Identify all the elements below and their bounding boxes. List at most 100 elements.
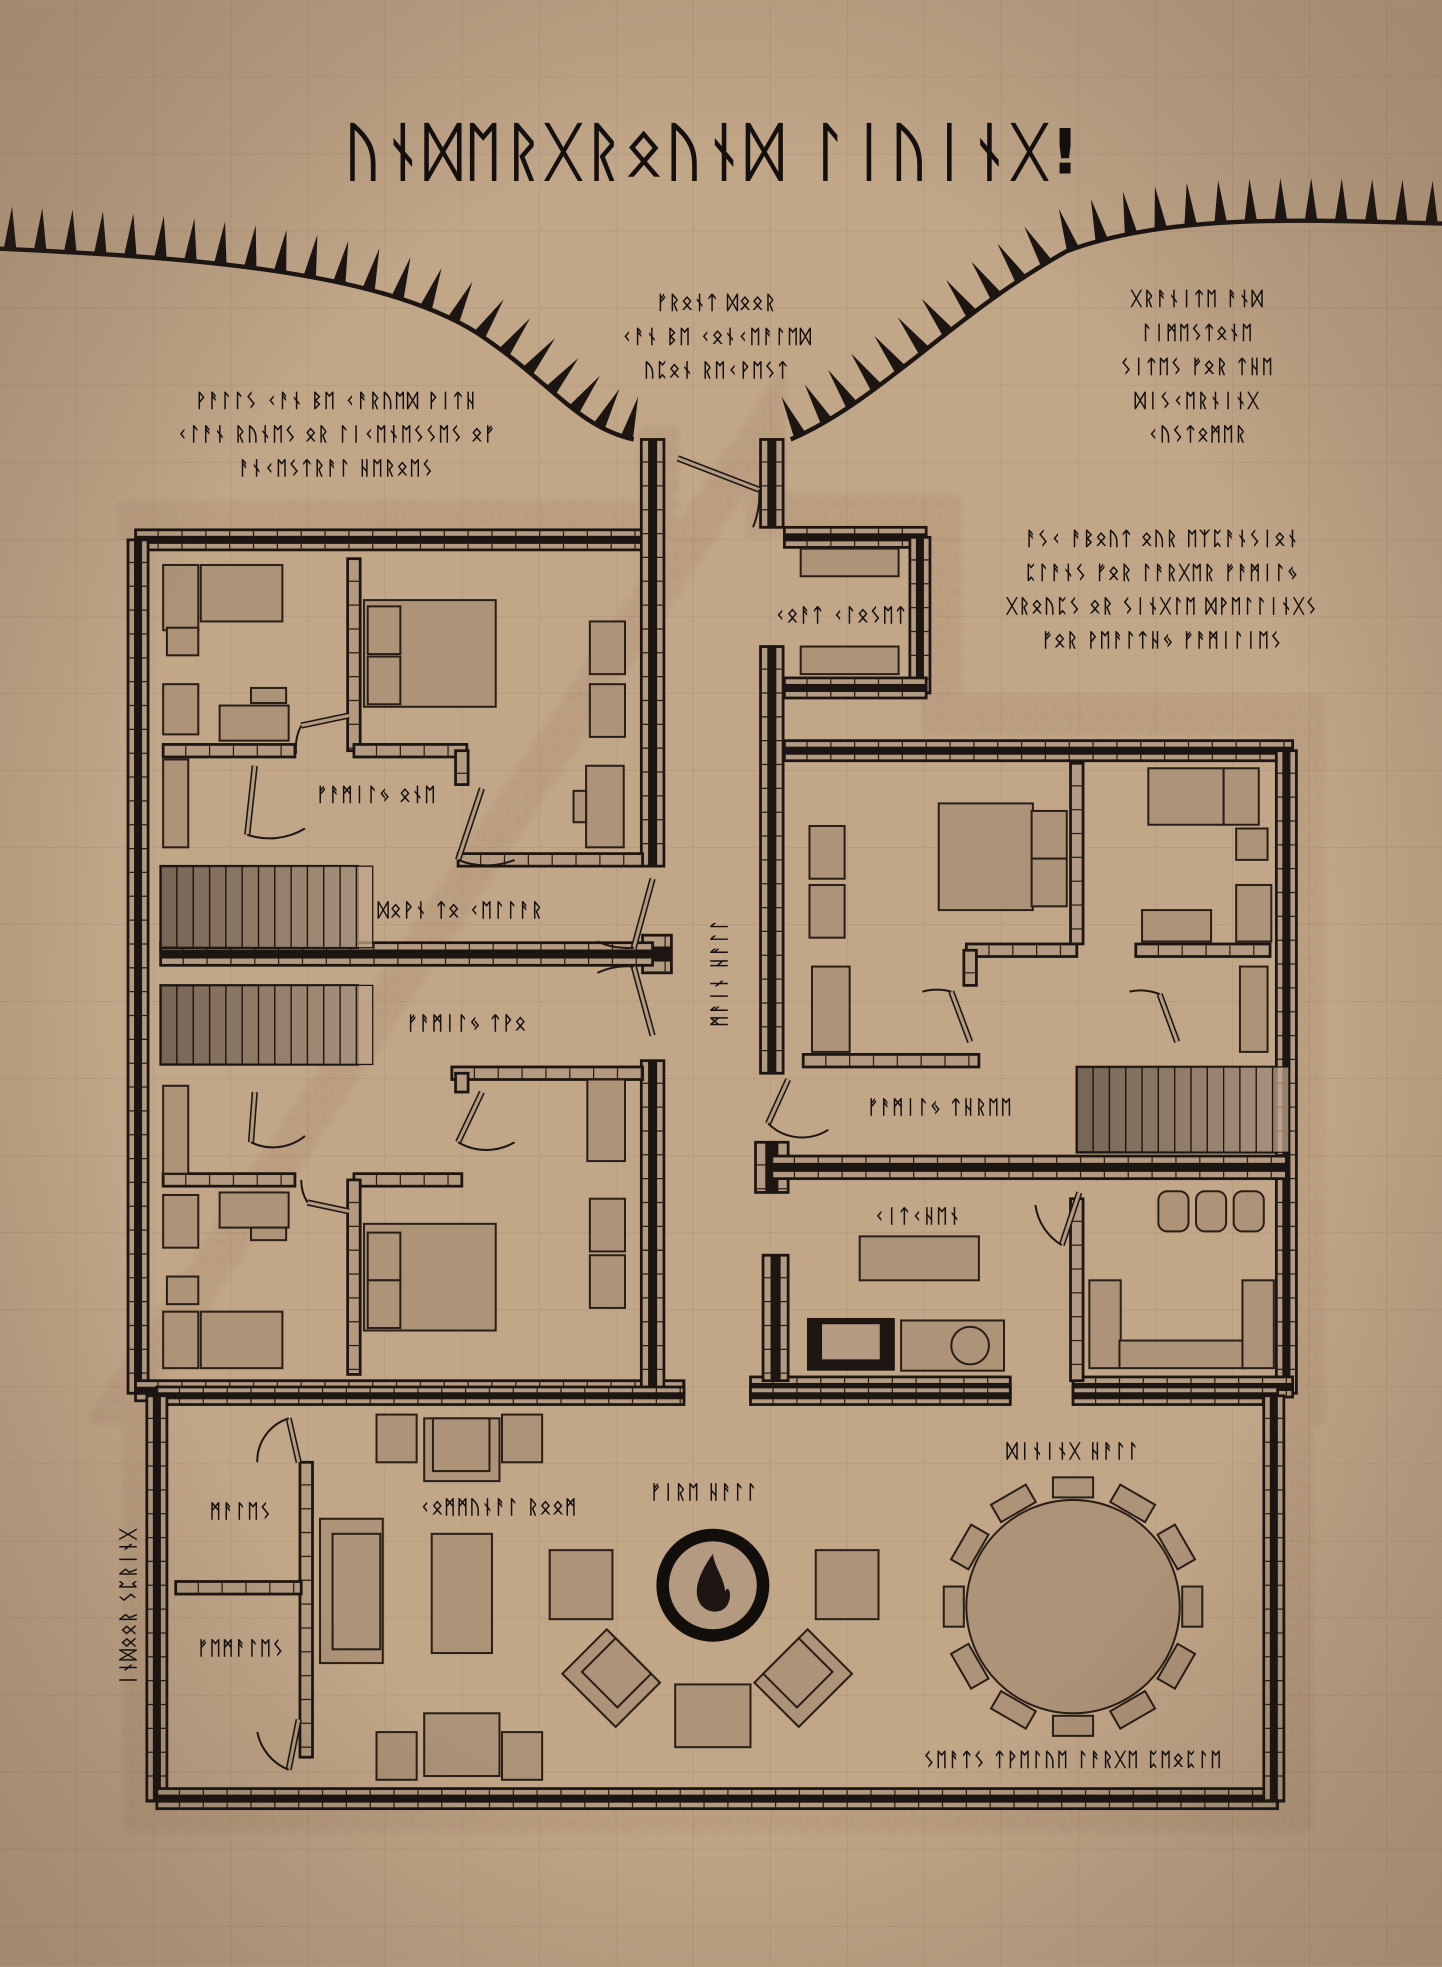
- furniture-piece: [366, 655, 402, 706]
- wall-core: [135, 535, 656, 544]
- room-label-dining-hall: ᛞᛁᚾᛁᚾᚷ ᚺᚨᛚᛚ: [1006, 1441, 1139, 1462]
- wall-segment: [1262, 1394, 1286, 1803]
- stair-step: [1092, 1066, 1111, 1153]
- room-label-fire-hall: ᚠᛁᚱᛖ ᚺᚨᛚᛚ: [650, 1483, 758, 1504]
- stair-step: [339, 984, 358, 1066]
- wall-segment: [161, 1172, 297, 1188]
- furniture-piece: [162, 1310, 200, 1370]
- furniture-piece: [1118, 1339, 1246, 1370]
- wall-segment: [770, 1154, 1288, 1181]
- stair-step: [355, 865, 374, 949]
- stair-step: [306, 984, 325, 1066]
- note-line: ᚹᚨᛚᛚᛊ ᚲᚨᚾ ᛒᛖ ᚲᚨᚱᚢᛖᛞ ᚹᛁᛏᚺ: [195, 391, 477, 412]
- furniture-piece: [162, 1084, 190, 1175]
- wall-segment: [964, 942, 1079, 958]
- stair-step: [1174, 1066, 1192, 1153]
- furniture-piece: [808, 883, 846, 939]
- brick-band: [346, 557, 362, 753]
- furniture-piece: [165, 626, 200, 657]
- stair-step: [274, 865, 292, 949]
- wall-segment: [749, 1385, 1012, 1406]
- barrel: [1195, 1190, 1228, 1233]
- wall-core: [784, 746, 1293, 755]
- note-line: ᚨᛊᚲ ᚨᛒᛟᚢᛏ ᛟᚢᚱ ᛖᛉᛈᚨᚾᛊᛁᛟᚾ: [1025, 528, 1299, 550]
- furniture-piece: [588, 620, 626, 676]
- stair-step: [1108, 1066, 1127, 1153]
- furniture-piece: [500, 1413, 544, 1464]
- wall-segment: [639, 1059, 666, 1395]
- wall-core: [1073, 1392, 1278, 1400]
- furniture-piece: [1147, 767, 1225, 826]
- stair-step: [1076, 1066, 1094, 1153]
- note-line: ᚠᚱᛟᚾᛏ ᛞᛟᛟᚱ: [656, 293, 777, 314]
- brick-band: [298, 1460, 314, 1759]
- room-label-females: ᚠᛖᛗᚨᛚᛖᛊ: [197, 1638, 285, 1659]
- furniture-piece: [366, 605, 402, 656]
- room-label-kitchen: ᚲᛁᛏᚲᚺᛖᚾ: [874, 1207, 962, 1228]
- map-title: ᚢᚾᛞᛖᚱᚷᚱᛟᚢᚾᛞ ᛚᛁᚢᛁᚾᚷ!: [344, 115, 1082, 188]
- wall-segment: [782, 525, 928, 549]
- furniture-piece: [162, 683, 200, 736]
- note-line: ᛈᛚᚨᚾᛊ ᚠᛟᚱ ᛚᚨᚱᚷᛖᚱ ᚠᚨᛗᛁᛚᛃ: [1025, 562, 1299, 584]
- wall-segment: [298, 1460, 314, 1759]
- furniture-piece: [375, 1413, 418, 1464]
- furniture-piece: [500, 1731, 544, 1781]
- wall-segment: [155, 1385, 686, 1406]
- note-line: ᚠᛟᚱ ᚹᛖᚨᛚᛏᚺᛃ ᚠᚨᛗᛁᛚᛁᛖᛊ: [1041, 631, 1282, 652]
- furniture-piece: [218, 704, 290, 742]
- brick-band: [1134, 942, 1272, 958]
- stair-step: [257, 865, 276, 949]
- note-line: ᚷᚱᛟᚢᛈᛊ ᛟᚱ ᛊᛁᚾᚷᛚᛖ ᛞᚹᛖᛚᛚᛁᚾᚷᛊ: [1005, 596, 1318, 618]
- wall-core: [771, 1162, 1287, 1172]
- wall-segment: [1069, 761, 1085, 946]
- stair-step: [1157, 1066, 1176, 1153]
- cellar-stairs: [159, 984, 374, 1066]
- wall-segment: [801, 1053, 981, 1069]
- stair-step: [225, 865, 243, 949]
- furniture-piece: [1030, 809, 1068, 860]
- stair-step: [1271, 1066, 1290, 1153]
- barrel: [1157, 1190, 1190, 1233]
- stair-step: [274, 984, 292, 1066]
- furniture-piece: [585, 764, 625, 849]
- furniture-piece: [366, 1231, 402, 1282]
- wall-segment: [782, 676, 928, 700]
- wall-segment: [639, 438, 666, 868]
- note-line: ᚲᛚᚨᚾ ᚱᚢᚾᛖᛊ ᛟᚱ ᛚᛁᚲᛖᚾᛖᛊᛊᛖᛊ ᛟᚠ: [176, 425, 496, 446]
- room-label-males: ᛗᚨᛚᛖᛊ: [210, 1502, 273, 1523]
- stair-step: [257, 984, 276, 1066]
- wall-core: [767, 439, 777, 528]
- stair-step: [208, 984, 227, 1066]
- wall-core: [648, 439, 658, 867]
- furniture-piece: [1222, 767, 1260, 826]
- wall-core: [915, 537, 924, 693]
- room-label-family-three: ᚠᚨᛗᛁᛚᛃ ᛏᚺᚱᛖᛖ: [867, 1097, 1013, 1118]
- furniture-piece: [588, 1197, 626, 1253]
- hearth-opening: [822, 1324, 880, 1360]
- furniture-piece: [249, 686, 288, 705]
- wall-segment: [456, 852, 644, 868]
- wall-segment: [134, 528, 657, 552]
- wall-core: [1269, 1395, 1278, 1802]
- brick-band: [352, 1172, 464, 1188]
- wall-core: [784, 683, 927, 692]
- furniture-piece: [199, 563, 284, 623]
- note-line: ᚢᛈᛟᚾ ᚱᛖᚲᚹᛖᛊᛏ: [644, 360, 790, 382]
- stair-step: [192, 865, 211, 949]
- wall-core: [156, 1392, 684, 1400]
- wall-segment: [352, 1172, 464, 1188]
- stair-step: [241, 984, 260, 1066]
- furniture-piece: [431, 1417, 491, 1473]
- stair-step: [176, 984, 194, 1066]
- note-line: ᛊᛁᛏᛖᛊ ᚠᛟᚱ ᛏᚺᛖ: [1120, 357, 1274, 378]
- brick-band: [456, 852, 644, 868]
- furniture-piece: [162, 563, 200, 632]
- note-line: ᚲᚨᚾ ᛒᛖ ᚲᛟᚾᚲᛖᚨᛚᛖᛞ: [621, 327, 812, 348]
- furniture-piece: [586, 1078, 626, 1163]
- brick-band: [454, 1071, 470, 1094]
- stair-step: [355, 984, 374, 1066]
- furniture-piece: [366, 1279, 402, 1330]
- stair-step: [225, 984, 243, 1066]
- furniture-piece: [423, 1712, 501, 1778]
